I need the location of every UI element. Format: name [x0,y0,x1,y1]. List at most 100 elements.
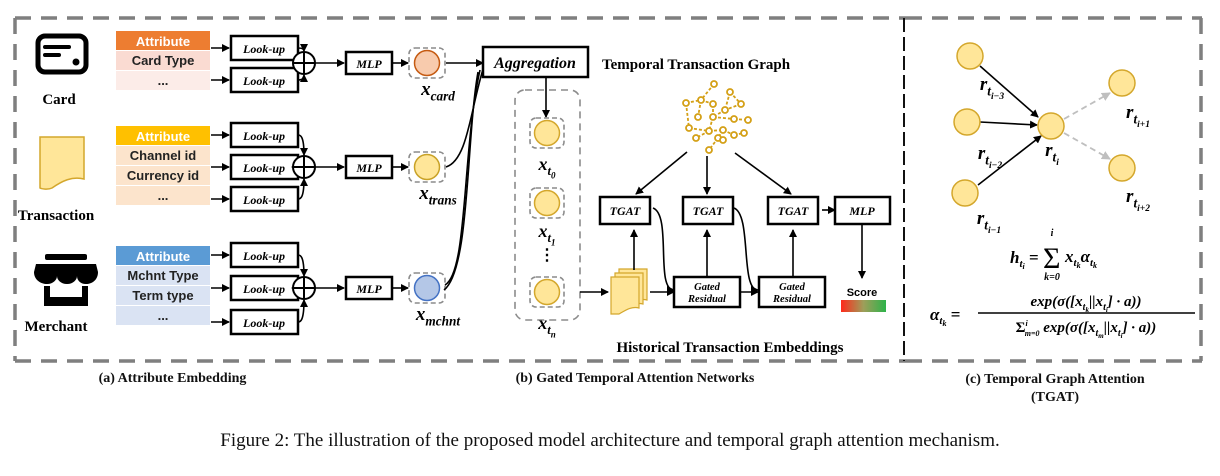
caption-b: (b) Gated Temporal Attention Networks [515,371,755,386]
future-edge [1063,92,1111,120]
score-label: Score [847,287,878,299]
caption-c: (c) Temporal Graph Attention (TGAT) [910,371,1200,407]
attribute-row: Currency id [127,168,199,183]
lookup-box [229,153,300,181]
tgat-node-label: rti−3 [980,74,1005,102]
panel-ab-frame [13,16,906,363]
svg-text:xtkαtk: xtkαtk [1064,247,1097,270]
tgat-node-i-1: rti−1 [951,179,1001,236]
lookup-label: Look-up [242,161,285,175]
lookup-label: Look-up [242,316,285,330]
history-node-label: xt0 [538,154,557,181]
tgat-label: TGAT [778,204,809,218]
attribute-row: ... [158,73,169,88]
figure-caption: Figure 2: The illustration of the propos… [220,430,1000,451]
aggregation-box [481,45,590,79]
gated-residual-label: Gated [694,282,720,293]
history-node-tn: xtn [529,276,565,340]
aggregation-label: Aggregation [493,55,576,72]
svg-text:Σim=0 exp(σ([xtm||xti] · a)): Σim=0 exp(σ([xtm||xti] · a)) [1016,319,1157,340]
svg-text:hti =: hti = [1010,248,1039,271]
tgat-box [766,195,820,226]
tgat-node-i-3: rti−3 [956,42,1005,102]
gated-residual-label: Residual [687,294,726,305]
svg-text:exp(σ([xtk||xti] · a)): exp(σ([xtk||xti] · a)) [1030,294,1141,314]
svg-text:k=0: k=0 [1044,272,1060,283]
tgat-node-i-2: rti−2 [953,108,1003,171]
lookup-label: Look-up [242,42,285,56]
final-mlp-box [833,195,892,226]
tgat-box [598,195,652,226]
attribute-row: Channel id [130,148,197,163]
entity-label-card: Card [42,92,76,108]
lookup-label: Look-up [242,129,285,143]
mlp-label: MLP [355,57,382,71]
tgat-box [681,195,735,226]
store-icon [34,254,98,306]
lookup-box [229,241,300,269]
tgat-label: TGAT [610,204,641,218]
entity-label-merchant: Merchant [24,319,87,335]
panel-b-flow-arrows [580,206,866,296]
tgat-node-i+1: rti+1 [1108,69,1150,130]
document-icon [39,136,85,190]
entity-label-transaction: Transaction [18,208,95,224]
history-node-t0: xt0 [529,117,565,181]
gated-residual-label: Gated [779,282,805,293]
attribute-header: Attribute [136,34,190,49]
tgat-edge [979,65,1039,118]
svg-text:i: i [1051,228,1054,239]
stacked-embeddings-icon [610,268,648,315]
mlp-label: MLP [355,282,382,296]
lookup-label: Look-up [242,249,285,263]
mlp-label: MLP [355,161,382,175]
final-mlp-label: MLP [848,204,875,218]
attribute-row: ... [158,188,169,203]
tgat-edge [977,135,1042,186]
tgat-node-label: rti−1 [977,208,1001,236]
graph-to-tgat-arrows [635,151,792,195]
lookup-label: Look-up [242,74,285,88]
lookup-box [229,185,300,213]
lookup-label: Look-up [242,193,285,207]
attribute-row: Mchnt Type [127,268,198,283]
embedding-label: xcard [420,79,455,103]
attribute-row: ... [158,308,169,323]
embedding-label: xtrans [418,183,457,207]
attribute-header: Attribute [136,249,190,264]
embedding-node [413,274,441,302]
embedding-label: xmchnt [415,304,462,328]
formula-h: hti = Σi k=0 xtkαtk [1010,228,1097,283]
tgat-label: TGAT [693,204,724,218]
history-node-label: xtn [537,313,556,340]
history-ellipsis: ⋮ [539,247,555,264]
score-gradient-bar [841,300,886,312]
tgat-node-label: rti+2 [1126,186,1150,214]
tgat-node-label: rti [1045,140,1059,168]
future-edge [1063,132,1111,160]
attribute-row: Term type [132,288,193,303]
caption-c-line1: (c) Temporal Graph Attention [965,372,1145,387]
history-node-label: xt1 [538,221,556,248]
lookup-box [229,274,300,302]
svg-text:Σ: Σ [1043,242,1060,275]
graph-title: Temporal Transaction Graph [602,57,791,73]
tgat-node-label: rti+1 [1126,102,1150,130]
attribute-header: Attribute [136,129,190,144]
gated-residual-label: Residual [772,294,811,305]
tgat-edge [979,120,1038,129]
tgat-node-i+2: rti+2 [1108,154,1150,214]
caption-a: (a) Attribute Embedding [98,371,247,386]
embedding-node [413,153,441,181]
tgat-node-i: rti [1037,112,1065,168]
aggregation-inputs [443,59,485,291]
tgat-node-label: rti−2 [978,143,1003,171]
history-title: Historical Transaction Embeddings [617,340,844,356]
svg-text:αtk =: αtk = [930,305,960,328]
temporal-graph-icon [682,80,752,154]
